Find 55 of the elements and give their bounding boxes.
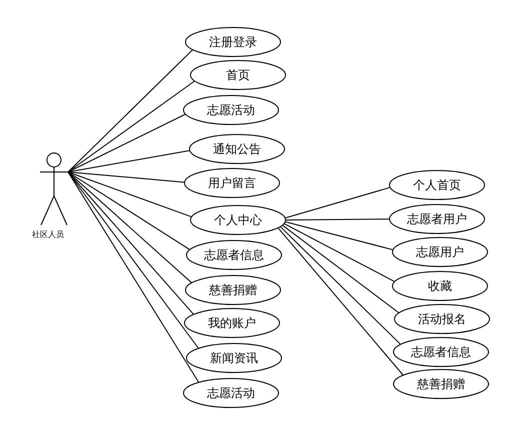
use-case-ellipse — [392, 271, 488, 301]
association-line — [68, 172, 199, 382]
use-case-label: 个人首页 — [413, 176, 461, 194]
use-case-label: 我的账户 — [208, 314, 256, 332]
association-line — [68, 150, 190, 172]
use-case-ellipse — [393, 369, 489, 399]
association-line — [282, 224, 400, 314]
use-case-label: 志愿活动 — [207, 102, 255, 118]
association-line — [68, 80, 195, 172]
use-case-ellipse — [185, 27, 281, 57]
use-case-label: 通知公告 — [213, 140, 261, 158]
use-case-label: 志愿者信息 — [204, 246, 264, 264]
association-line — [280, 226, 401, 345]
use-case-ellipse — [184, 308, 280, 338]
use-case-ellipse — [186, 343, 282, 373]
use-case-label: 志愿者用户 — [407, 210, 467, 228]
association-line — [68, 50, 193, 172]
association-line — [68, 172, 190, 250]
association-line — [68, 172, 199, 348]
actor-label: 社区人员 — [32, 229, 64, 240]
association-line — [278, 228, 404, 376]
use-case-label: 收藏 — [428, 278, 452, 294]
use-case-label: 新闻资讯 — [210, 350, 258, 366]
association-line — [68, 172, 192, 218]
association-line — [68, 172, 185, 183]
use-case-label: 慈善捐赠 — [209, 282, 257, 298]
use-case-ellipse — [186, 240, 282, 270]
association-line — [285, 221, 394, 250]
use-case-ellipse — [183, 378, 279, 408]
use-case-label: 志愿活动 — [207, 384, 255, 402]
use-case-label: 用户留言 — [208, 174, 256, 192]
association-line — [68, 114, 186, 172]
association-line — [68, 172, 194, 315]
use-case-ellipse — [190, 60, 286, 90]
use-case-ellipse — [389, 204, 485, 234]
use-case-ellipse — [189, 134, 285, 164]
use-case-label: 慈善捐赠 — [417, 376, 465, 392]
association-line — [285, 187, 390, 218]
use-case-label: 志愿用户 — [416, 244, 464, 260]
use-case-ellipse — [392, 237, 488, 267]
association-line — [286, 218, 390, 220]
use-case-label: 个人中心 — [214, 212, 262, 228]
use-case-ellipse — [184, 168, 280, 198]
association-line — [284, 223, 395, 282]
use-case-ellipse — [393, 337, 489, 367]
use-case-label: 注册登录 — [209, 34, 257, 50]
use-case-ellipse — [389, 170, 485, 200]
use-case-ellipse — [185, 275, 281, 305]
use-case-ellipse — [394, 304, 490, 334]
use-case-label: 活动报名 — [418, 310, 466, 328]
use-case-ellipse — [190, 205, 286, 235]
use-case-ellipse — [183, 95, 279, 125]
use-case-label: 志愿者信息 — [411, 344, 471, 360]
use-case-label: 首页 — [226, 66, 250, 84]
association-line — [68, 172, 192, 284]
